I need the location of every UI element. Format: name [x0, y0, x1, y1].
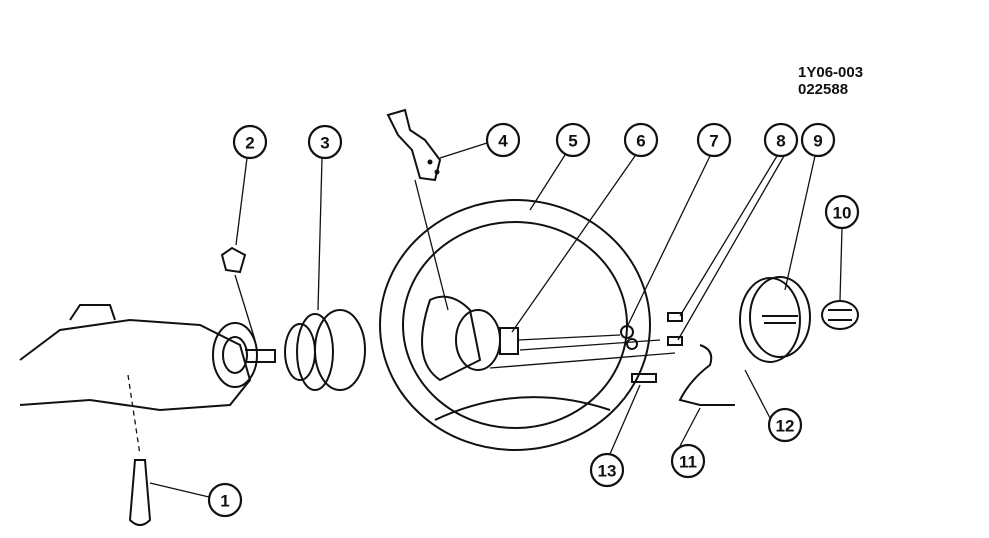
part-10-emblem: [821, 300, 859, 330]
callout-label: 10: [833, 204, 852, 223]
part-2-guide-line: [234, 274, 256, 341]
drawing-code-line1: 1Y06-003: [798, 64, 864, 81]
part-11-horn-wire: [678, 344, 735, 406]
callout-label: 7: [709, 132, 718, 151]
callout-label: 8: [776, 132, 785, 151]
callout-4: 4: [485, 122, 521, 158]
steering-column: [19, 304, 276, 412]
part-9-horn-pad: [739, 276, 811, 363]
callout-label: 4: [498, 132, 508, 151]
part-3-spring: [284, 309, 366, 391]
part-6-nut: [499, 327, 621, 355]
callout-label: 11: [679, 453, 697, 472]
callout-6: 6: [623, 122, 659, 158]
callout-label: 12: [776, 417, 795, 436]
callout-11: 11: [670, 443, 706, 479]
part-13-pin: [631, 373, 657, 383]
callout-label: 5: [568, 132, 577, 151]
callout-8: 8: [763, 122, 799, 158]
callout-7: 7: [696, 122, 732, 158]
callout-10: 10: [824, 194, 860, 230]
callout-13: 13: [589, 452, 625, 488]
drawing-code-line2: 022588: [798, 81, 849, 98]
callout-12: 12: [767, 407, 803, 443]
part-1-bolt: [127, 374, 152, 526]
part-5-steering-wheel: [379, 199, 651, 451]
part-2-retainer: [220, 246, 247, 274]
leader-lines: [149, 142, 843, 498]
callout-9: 9: [800, 122, 836, 158]
callout-label: 13: [598, 462, 617, 481]
callout-1: 1: [207, 482, 243, 518]
callout-label: 6: [636, 132, 645, 151]
callout-3: 3: [307, 124, 343, 160]
callout-2: 2: [232, 124, 268, 160]
callout-label: 3: [320, 134, 329, 153]
parts-7-8-screws: [489, 312, 683, 369]
callout-label: 1: [220, 492, 229, 511]
drawing-code: 1Y06-003 022588: [798, 64, 863, 98]
part-4-cam: [386, 108, 449, 311]
callout-label: 2: [245, 134, 254, 153]
callout-label: 9: [813, 132, 822, 151]
callout-5: 5: [555, 122, 591, 158]
